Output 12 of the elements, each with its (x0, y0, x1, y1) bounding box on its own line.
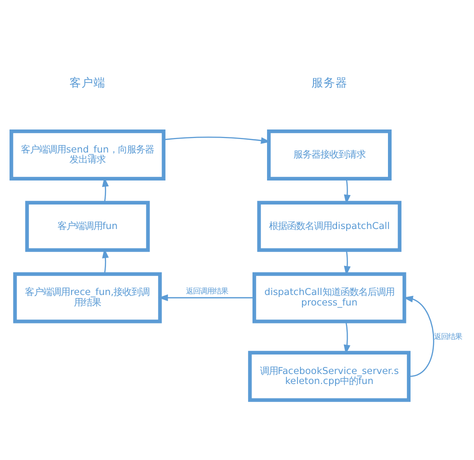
node-box: 调用FacebookService_server.skeleton.cpp中的fun (248, 350, 411, 402)
node-box: 客户端调用fun (25, 200, 150, 252)
arrow (403, 296, 434, 377)
node-box: 客户端调用rece_fun,接收到调用结果 (13, 272, 162, 324)
edge-label: 返回调用结果 (186, 286, 228, 296)
node-box: 根据函数名调用dispatchCall (257, 200, 402, 252)
edge-label: 返回结果 (434, 332, 462, 341)
label: 客户端 (69, 75, 106, 90)
node-box: 服务器接收到请求 (267, 129, 392, 180)
node-box: dispatchCall知道函数名后调用process_fun (252, 272, 406, 324)
label: 服务器 (311, 75, 348, 90)
node-box: 客户端调用send_fun，向服务器发出请求 (10, 129, 166, 180)
